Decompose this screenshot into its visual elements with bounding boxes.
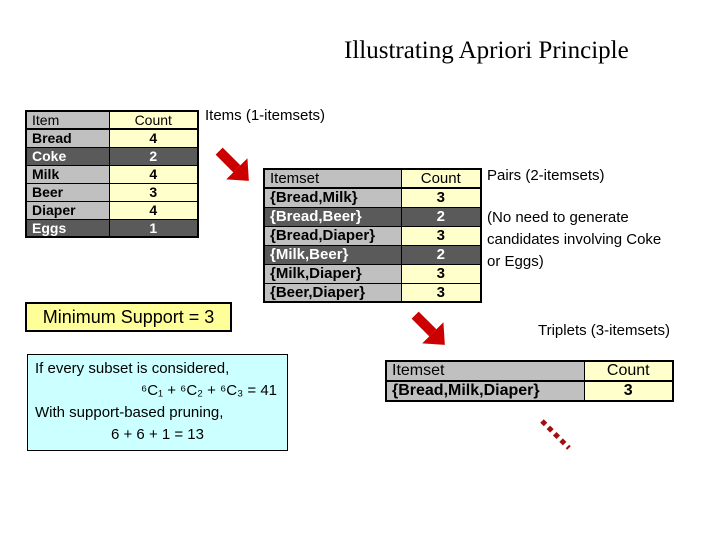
- table-row: {Bread,Milk} 3: [263, 187, 482, 208]
- pairs-table-header-count: Count: [400, 168, 482, 189]
- item-cell: Eggs: [25, 218, 110, 238]
- pairs-label: Pairs (2-itemsets): [487, 167, 605, 184]
- counting-line: With support-based pruning,: [35, 404, 224, 421]
- down-right-arrow-icon: [215, 147, 249, 181]
- triplets-table: Itemset Count {Bread,Milk,Diaper} 3: [385, 360, 674, 402]
- count-cell: 2: [400, 244, 482, 265]
- pruning-note-line: (No need to generate: [487, 209, 629, 226]
- count-cell: 3: [583, 380, 674, 402]
- down-right-arrow-icon: [411, 311, 445, 345]
- table-row: {Bread,Milk,Diaper} 3: [385, 380, 674, 402]
- counting-formula: ⁶C₁ + ⁶C₂ + ⁶C₃ = 41: [141, 382, 277, 399]
- item-cell: Beer: [25, 182, 110, 202]
- count-cell: 2: [108, 146, 199, 166]
- item-cell: Coke: [25, 146, 110, 166]
- itemset-cell: {Milk,Diaper}: [263, 263, 402, 284]
- table-row: {Beer,Diaper} 3: [263, 282, 482, 303]
- table-row: {Milk,Diaper} 3: [263, 263, 482, 284]
- items-table-header-count: Count: [108, 110, 199, 130]
- count-cell: 3: [400, 282, 482, 303]
- itemset-cell: {Bread,Beer}: [263, 206, 402, 227]
- count-cell: 3: [400, 225, 482, 246]
- minimum-support-box: Minimum Support = 3: [25, 302, 232, 332]
- count-cell: 3: [108, 182, 199, 202]
- subset-counting-box: If every subset is considered, ⁶C₁ + ⁶C₂…: [27, 354, 288, 451]
- table-row: Milk 4: [25, 164, 199, 184]
- pruning-note-line: or Eggs): [487, 253, 544, 270]
- count-cell: 4: [108, 200, 199, 220]
- counting-line: If every subset is considered,: [35, 360, 230, 377]
- table-row-pruned: Coke 2: [25, 146, 199, 166]
- item-cell: Diaper: [25, 200, 110, 220]
- counting-result: 6 + 6 + 1 = 13: [111, 426, 204, 443]
- item-cell: Bread: [25, 128, 110, 148]
- table-row: Bread 4: [25, 128, 199, 148]
- pairs-table: Itemset Count {Bread,Milk} 3 {Bread,Beer…: [263, 168, 482, 303]
- itemset-cell: {Bread,Diaper}: [263, 225, 402, 246]
- table-row: Beer 3: [25, 182, 199, 202]
- triplets-table-header-count: Count: [583, 360, 674, 382]
- items-table-header-row: Item Count: [25, 110, 199, 130]
- table-row-pruned: {Milk,Beer} 2: [263, 244, 482, 265]
- item-cell: Milk: [25, 164, 110, 184]
- table-row: {Bread,Diaper} 3: [263, 225, 482, 246]
- table-row-pruned: Eggs 1: [25, 218, 199, 238]
- pruning-note-line: candidates involving Coke: [487, 231, 662, 248]
- itemset-cell: {Milk,Beer}: [263, 244, 402, 265]
- items-table: Item Count Bread 4 Coke 2 Milk 4 Beer 3: [25, 110, 199, 238]
- table-row-pruned: {Bread,Beer} 2: [263, 206, 482, 227]
- triplets-table-header-itemset: Itemset: [385, 360, 585, 382]
- dotted-continuation-arrow-icon: [540, 419, 571, 450]
- itemset-cell: {Beer,Diaper}: [263, 282, 402, 303]
- items-table-header-item: Item: [25, 110, 110, 130]
- triplets-table-header-row: Itemset Count: [385, 360, 674, 382]
- items-label: Items (1-itemsets): [205, 107, 326, 124]
- table-row: Diaper 4: [25, 200, 199, 220]
- triplets-label: Triplets (3-itemsets): [538, 322, 670, 339]
- itemset-cell: {Bread,Milk,Diaper}: [385, 380, 585, 402]
- count-cell: 3: [400, 263, 482, 284]
- count-cell: 4: [108, 128, 199, 148]
- count-cell: 4: [108, 164, 199, 184]
- count-cell: 1: [108, 218, 199, 238]
- page-title: Illustrating Apriori Principle: [344, 37, 629, 64]
- count-cell: 2: [400, 206, 482, 227]
- pruning-note: (No need to generate candidates involvin…: [487, 207, 712, 273]
- count-cell: 3: [400, 187, 482, 208]
- pairs-table-header-itemset: Itemset: [263, 168, 402, 189]
- pairs-table-header-row: Itemset Count: [263, 168, 482, 189]
- itemset-cell: {Bread,Milk}: [263, 187, 402, 208]
